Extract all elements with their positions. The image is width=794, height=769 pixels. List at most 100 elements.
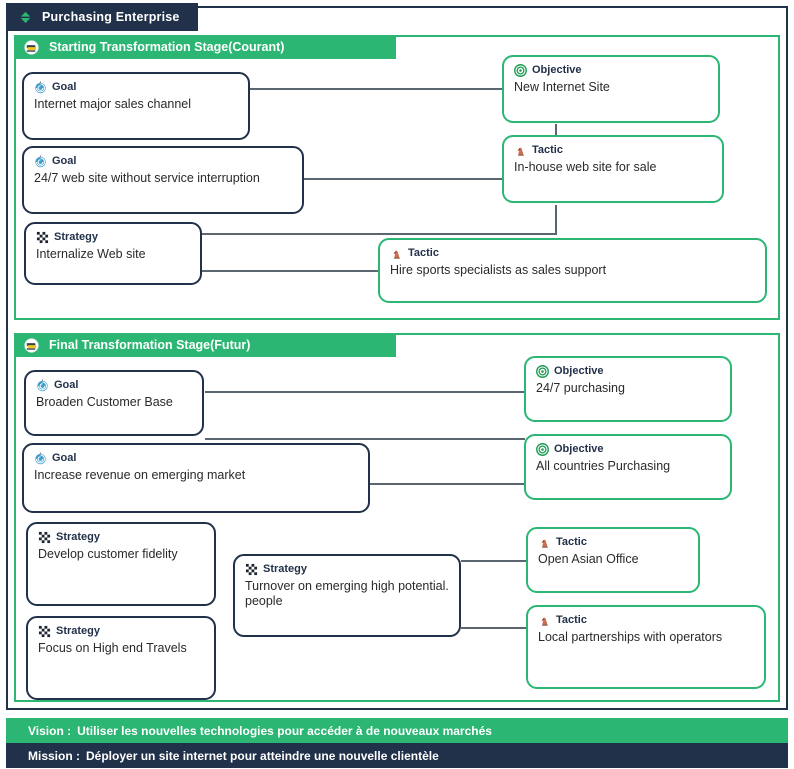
card-s1-objective-1[interactable]: Objective New Internet Site	[502, 55, 720, 123]
goal-spiral-icon	[34, 452, 47, 465]
card-s2-tactic-2[interactable]: Tactic Local partnerships with operators	[526, 605, 766, 689]
connector-line	[555, 205, 557, 233]
card-head: Goal	[34, 452, 358, 465]
card-head: Strategy	[38, 625, 204, 638]
objective-target-icon	[536, 365, 549, 378]
card-kind-label: Strategy	[56, 625, 101, 637]
connector-line	[303, 178, 502, 180]
strategy-board-icon	[38, 625, 51, 638]
card-text: Local partnerships with operators	[538, 630, 723, 644]
card-s2-objective-2[interactable]: Objective All countries Purchasing	[524, 434, 732, 500]
card-text: Broaden Customer Base	[36, 395, 173, 409]
strategy-board-icon	[36, 231, 49, 244]
card-kind-label: Tactic	[532, 144, 563, 156]
vision-bar: Vision : Utiliser les nouvelles technolo…	[6, 718, 788, 743]
card-kind-label: Tactic	[556, 614, 587, 626]
card-s2-strategy-1[interactable]: Strategy Develop customer fidelity	[26, 522, 216, 606]
card-text: Focus on High end Travels	[38, 641, 187, 655]
strategy-board-icon	[245, 563, 258, 576]
card-head: Objective	[536, 443, 720, 456]
card-s2-goal-1[interactable]: Goal Broaden Customer Base	[24, 370, 204, 436]
card-s2-strategy-2[interactable]: Strategy Focus on High end Travels	[26, 616, 216, 700]
card-s2-goal-2[interactable]: Goal Increase revenue on emerging market	[22, 443, 370, 513]
connector-line	[200, 270, 380, 272]
card-kind-label: Objective	[554, 443, 604, 455]
stage-swirl-icon	[24, 39, 39, 55]
connector-line	[461, 627, 527, 629]
triangle-arrow-icon	[18, 10, 33, 25]
stage-swirl-icon	[24, 337, 39, 353]
card-kind-label: Tactic	[556, 536, 587, 548]
card-text: Increase revenue on emerging market	[34, 468, 246, 482]
strategy-board-icon	[38, 531, 51, 544]
card-head: Tactic	[514, 144, 712, 157]
card-text: 24/7 purchasing	[536, 381, 625, 395]
connector-line	[205, 438, 525, 440]
card-text: 24/7 web site without service interrupti…	[34, 171, 260, 185]
card-kind-label: Goal	[54, 379, 79, 391]
connector-line	[380, 233, 557, 235]
title-bar-label: Purchasing Enterprise	[42, 10, 180, 24]
card-head: Objective	[514, 64, 708, 77]
card-kind-label: Goal	[52, 81, 77, 93]
card-s2-objective-1[interactable]: Objective 24/7 purchasing	[524, 356, 732, 422]
card-text: Internalize Web site	[36, 247, 146, 261]
tactic-knight-icon	[390, 247, 403, 260]
goal-spiral-icon	[34, 155, 47, 168]
card-text: In-house web site for sale	[514, 160, 657, 174]
card-kind-label: Strategy	[54, 231, 99, 243]
connector-line	[370, 483, 525, 485]
card-kind-label: Strategy	[263, 563, 308, 575]
card-text: Hire sports specialists as sales support	[390, 263, 607, 277]
card-head: Objective	[536, 365, 720, 378]
stage-header-starting[interactable]: Starting Transformation Stage(Courant)	[14, 35, 396, 59]
card-s2-strategy-3[interactable]: Strategy Turnover on emerging high poten…	[233, 554, 461, 637]
title-bar[interactable]: Purchasing Enterprise	[6, 3, 198, 31]
card-kind-label: Tactic	[408, 247, 439, 259]
card-text: All countries Purchasing	[536, 459, 671, 473]
card-text: Turnover on emerging high potential. peo…	[245, 579, 449, 608]
card-s1-tactic-1[interactable]: Tactic In-house web site for sale	[502, 135, 724, 203]
vision-text: Utiliser les nouvelles technologies pour…	[77, 723, 492, 738]
card-s1-strategy-1[interactable]: Strategy Internalize Web site	[24, 222, 202, 285]
connector-line	[249, 88, 502, 90]
card-text: Internet major sales channel	[34, 97, 192, 111]
card-kind-label: Objective	[554, 365, 604, 377]
tactic-knight-icon	[538, 614, 551, 627]
card-head: Strategy	[245, 563, 449, 576]
card-head: Goal	[36, 379, 192, 392]
objective-target-icon	[514, 64, 527, 77]
card-s1-tactic-2[interactable]: Tactic Hire sports specialists as sales …	[378, 238, 767, 303]
card-text: New Internet Site	[514, 80, 610, 94]
connector-line	[205, 391, 525, 393]
card-head: Strategy	[36, 231, 190, 244]
card-s1-goal-1[interactable]: Goal Internet major sales channel	[22, 72, 250, 140]
mission-label: Mission :	[28, 748, 81, 763]
card-head: Goal	[34, 81, 238, 94]
vision-label: Vision :	[28, 723, 72, 738]
tactic-knight-icon	[538, 536, 551, 549]
mission-text: Déployer un site internet pour atteindre…	[86, 748, 439, 763]
goal-spiral-icon	[36, 379, 49, 392]
goal-spiral-icon	[34, 81, 47, 94]
card-s1-goal-2[interactable]: Goal 24/7 web site without service inter…	[22, 146, 304, 214]
connector-line	[461, 560, 527, 562]
objective-target-icon	[536, 443, 549, 456]
stage-header-final[interactable]: Final Transformation Stage(Futur)	[14, 333, 396, 357]
card-head: Tactic	[390, 247, 755, 260]
card-kind-label: Goal	[52, 155, 77, 167]
card-head: Goal	[34, 155, 292, 168]
card-kind-label: Goal	[52, 452, 77, 464]
card-text: Develop customer fidelity	[38, 547, 178, 561]
tactic-knight-icon	[514, 144, 527, 157]
card-s2-tactic-1[interactable]: Tactic Open Asian Office	[526, 527, 700, 593]
card-head: Tactic	[538, 536, 688, 549]
card-kind-label: Objective	[532, 64, 582, 76]
connector-line	[200, 233, 380, 235]
card-head: Tactic	[538, 614, 754, 627]
stage-header-label: Final Transformation Stage(Futur)	[49, 338, 251, 352]
card-text: Open Asian Office	[538, 552, 639, 566]
card-kind-label: Strategy	[56, 531, 101, 543]
card-head: Strategy	[38, 531, 204, 544]
